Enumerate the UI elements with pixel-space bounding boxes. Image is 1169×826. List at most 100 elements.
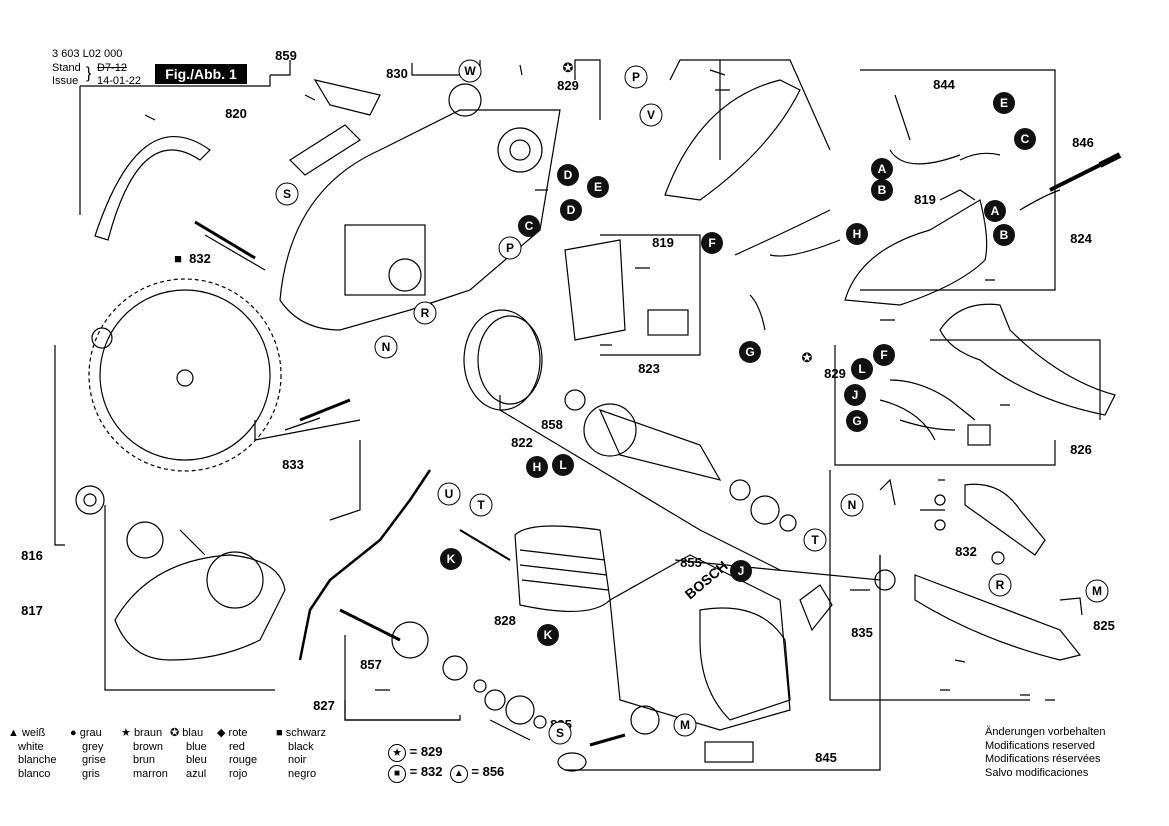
svg-text:E: E (1000, 96, 1008, 110)
callout-J-mid: J (730, 560, 752, 582)
svg-text:✪: ✪ (563, 60, 574, 75)
trigger (964, 483, 1046, 556)
svg-text:N: N (382, 340, 391, 354)
callout-L-right: L (851, 358, 873, 380)
figure-label: Fig./Abb. 1 (155, 64, 247, 84)
svg-text:A: A (878, 162, 887, 176)
part-846: 846 (1072, 135, 1094, 150)
callout-F-right: F (873, 344, 895, 366)
part-833: 833 (282, 457, 304, 472)
part-855: 855 (680, 555, 702, 570)
svg-text:R: R (421, 306, 430, 320)
part-819-left: 819 (652, 235, 674, 250)
part-819-right: 819 (914, 192, 936, 207)
brace: } (86, 65, 92, 82)
issue-value: 14-01-22 (97, 75, 142, 87)
callout-L-mid: L (552, 454, 574, 476)
part-828: 828 (494, 613, 516, 628)
svg-text:M: M (1092, 584, 1102, 598)
callout-U: U (437, 482, 461, 506)
stand-value: D7-12 (97, 62, 127, 74)
callout-S-top: S (275, 182, 299, 206)
callout-P-mid: P (498, 236, 522, 260)
svg-text:B: B (1000, 228, 1009, 242)
svg-text:■: ■ (174, 251, 182, 266)
callout-T-left: T (469, 493, 493, 517)
callout-R-left: R (413, 301, 437, 325)
part-830: 830 (386, 66, 408, 81)
part-817: 817 (21, 603, 43, 618)
part-835-right: 835 (851, 625, 873, 640)
svg-text:L: L (858, 362, 865, 376)
svg-text:R: R (996, 578, 1005, 592)
part-820: 820 (225, 106, 247, 121)
callout-N-right: N (840, 493, 864, 517)
motor-housing (609, 554, 791, 731)
svg-text:J: J (738, 564, 745, 578)
part-827: 827 (313, 698, 335, 713)
svg-text:B: B (878, 183, 887, 197)
callout-E-left: E (587, 176, 609, 198)
callout-G-top: G (739, 341, 761, 363)
carry-handle (939, 303, 1116, 416)
callout-S-bottom: S (548, 721, 572, 745)
callout-V: V (639, 103, 663, 127)
callout-C-right: C (1014, 128, 1036, 150)
svg-text:J: J (852, 388, 859, 402)
part-845: 845 (815, 750, 837, 765)
svg-text:K: K (447, 552, 456, 566)
callout-B-top: B (871, 179, 893, 201)
modification-notes: Änderungen vorbehalten Modifications res… (985, 726, 1106, 779)
svg-text:N: N (848, 498, 857, 512)
armature (598, 408, 722, 481)
part-824: 824 (1070, 231, 1092, 246)
fan-housing (463, 309, 541, 411)
stand-label: Stand (52, 62, 81, 74)
upper-housing (279, 109, 561, 331)
handle-half (664, 79, 801, 201)
blade-guard (94, 135, 211, 241)
callout-M-bottom: M (673, 713, 697, 737)
callout-K-mid: K (537, 624, 559, 646)
callout-B-right: B (993, 224, 1015, 246)
callout-G-right: G (846, 410, 868, 432)
svg-text:F: F (880, 348, 887, 362)
svg-text:P: P (506, 241, 514, 255)
svg-text:H: H (853, 227, 862, 241)
switch (564, 239, 626, 341)
svg-text:A: A (991, 204, 1000, 218)
part-829-top: 829 (557, 78, 579, 93)
part-822: 822 (511, 435, 533, 450)
handle-grip (844, 199, 988, 306)
svg-text:D: D (567, 203, 576, 217)
callout-H-mid: H (526, 456, 548, 478)
callout-D-left: D (557, 164, 579, 186)
callout-K-left: K (440, 548, 462, 570)
callout-J-right: J (844, 384, 866, 406)
part-858: 858 (541, 417, 563, 432)
svg-text:S: S (556, 726, 564, 740)
saw-blade (99, 289, 271, 461)
handle-lower (914, 574, 1082, 661)
part-816: 816 (21, 548, 43, 563)
field-coil (514, 525, 611, 612)
svg-text:✪: ✪ (802, 350, 813, 365)
svg-text:F: F (708, 236, 715, 250)
svg-text:L: L (559, 458, 566, 472)
part-844: 844 (933, 77, 955, 92)
key-832: ■ = 832 ▲ = 856 (388, 762, 504, 783)
callout-A-right: A (984, 200, 1006, 222)
svg-text:M: M (680, 718, 690, 732)
callout-M-right: M (1085, 579, 1109, 603)
svg-text:H: H (533, 460, 542, 474)
svg-text:G: G (745, 345, 754, 359)
svg-text:W: W (464, 64, 476, 78)
callout-P-top: P (624, 65, 648, 89)
callout-A-top: A (871, 158, 893, 180)
part-832-top: 832 (189, 251, 211, 266)
callout-W: W (458, 59, 482, 83)
svg-text:T: T (811, 533, 819, 547)
svg-text:S: S (283, 187, 291, 201)
callout-T-right: T (803, 528, 827, 552)
